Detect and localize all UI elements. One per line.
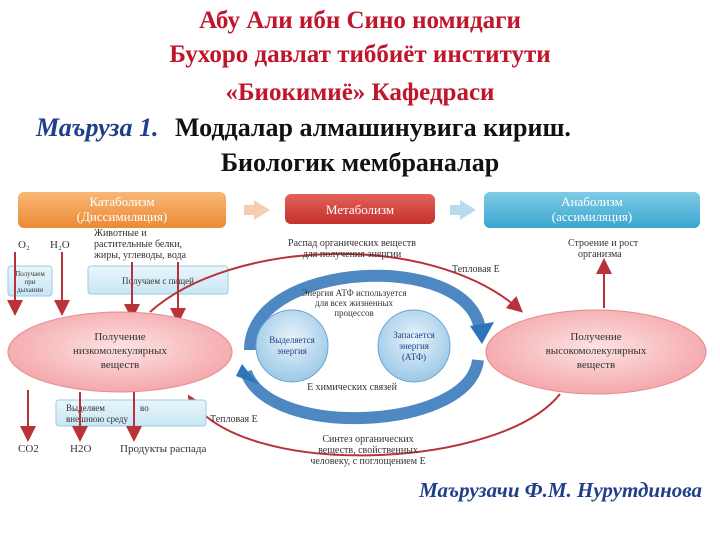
stored-atp-line1: Запасается (393, 330, 434, 340)
h2o-output-label: H2O (70, 443, 91, 455)
energy-released-line2: энергия (277, 346, 307, 356)
anabolism-box: Анаболизм (ассимиляция) (484, 192, 700, 228)
catabolism-box: Катаболизм (Диссимиляция) (18, 192, 226, 228)
low-mol-line3: веществ (101, 359, 140, 371)
dissimilation-label: (Диссимиляция) (77, 209, 168, 224)
metabolism-box: Метаболизм (285, 194, 435, 224)
metabolism-label: Метаболизм (326, 202, 394, 217)
excrete-box: Выделяем во внешнюю среду (55, 399, 207, 427)
respiration-line1: Получаем (15, 270, 45, 278)
left-arrow-icon (244, 200, 270, 220)
high-molecular-node: Получение высокомолекулярных веществ (485, 309, 707, 395)
o2-label: O₂ (18, 239, 30, 251)
lecture-title: Маъруза 1. Моддалар алмашинувига кириш. (36, 112, 716, 144)
synthesis-line1: Синтез органических (322, 434, 413, 445)
excrete-line1: Выделяем (66, 403, 105, 413)
stored-atp-node: Запасается энергия (АТФ) (377, 309, 451, 383)
excrete-line2: во (140, 403, 149, 413)
bottom-red-arc (187, 393, 561, 457)
energy-released-node: Выделяется энергия (255, 309, 329, 383)
decay-products-label: Продукты распада (120, 443, 207, 455)
stored-atp-line3: (АТФ) (402, 352, 426, 362)
lecture-subtitle: Биологик мембраналар (220, 148, 500, 177)
cycle-bottom-arrow (240, 358, 484, 425)
decay-line1: Распад органических веществ (288, 238, 416, 249)
top-red-arc (149, 252, 523, 313)
energy-released-line1: Выделяется (269, 335, 314, 345)
structure-line1: Строение и рост (568, 238, 639, 249)
excrete-line3: внешнюю среду (66, 414, 128, 424)
high-mol-line3: веществ (577, 359, 616, 371)
low-mol-line2: низкомолекулярных (73, 345, 167, 357)
respiration-line3: дыхании (17, 286, 43, 294)
decay-line2: для получения энергии (303, 249, 402, 260)
food-line1: Животные и (94, 228, 147, 239)
lecturer-name: Маърузачи Ф.М. Нурутдинова (419, 478, 702, 502)
atp-used-line3: процессов (334, 308, 374, 318)
heat-top-label: Тепловая Е (452, 264, 500, 275)
synthesis-line3: человеку, с поглощением Е (310, 456, 425, 467)
low-molecular-node: Получение низкомолекулярных веществ (7, 311, 233, 393)
heat-bottom-label: Тепловая Е (210, 414, 258, 425)
high-mol-line1: Получение (570, 331, 621, 343)
anabolism-label: Анаболизм (561, 194, 623, 209)
food-line3: жиры, углеводы, вода (93, 250, 187, 261)
food-intake-label: Получаем с пищей (122, 276, 194, 286)
institute-name-line2: Бухоро давлат тиббиёт институти (169, 41, 551, 68)
lecture-label: Маъруза 1. (36, 113, 159, 142)
co2-label: CO2 (18, 443, 39, 455)
structure-line2: организма (578, 249, 622, 260)
atp-used-line1: Энергия АТФ используется (301, 288, 406, 298)
low-mol-line1: Получение (94, 331, 145, 343)
department-name: «Биокимиё» Кафедраси (225, 79, 495, 106)
food-intake-box: Получаем с пищей (87, 265, 229, 295)
h2o-input-label: H₂O (50, 239, 70, 251)
right-arrow-icon (450, 200, 476, 220)
lecture-topic: Моддалар алмашинувига кириш. (174, 113, 571, 142)
institute-name-line1: Абу Али ибн Сино номидаги (199, 7, 521, 34)
chem-bonds-label: Е химических связей (307, 382, 398, 393)
assimilation-label: (ассимиляция) (552, 209, 632, 224)
catabolism-label: Катаболизм (89, 194, 154, 209)
synthesis-line2: веществ, свойственных (318, 445, 418, 456)
atp-used-line2: для всех жизненных (315, 298, 393, 308)
cycle-bottom-arrow-head (236, 364, 258, 384)
food-line2: растительные белки, (94, 239, 182, 250)
respiration-box: Получаем при дыхании (7, 265, 53, 297)
high-mol-line2: высокомолекулярных (546, 345, 647, 357)
cycle-top-arrow (244, 269, 486, 351)
cycle-top-arrow-head (470, 322, 494, 344)
stored-atp-line2: энергия (399, 341, 429, 351)
respiration-line2: при (25, 278, 36, 286)
